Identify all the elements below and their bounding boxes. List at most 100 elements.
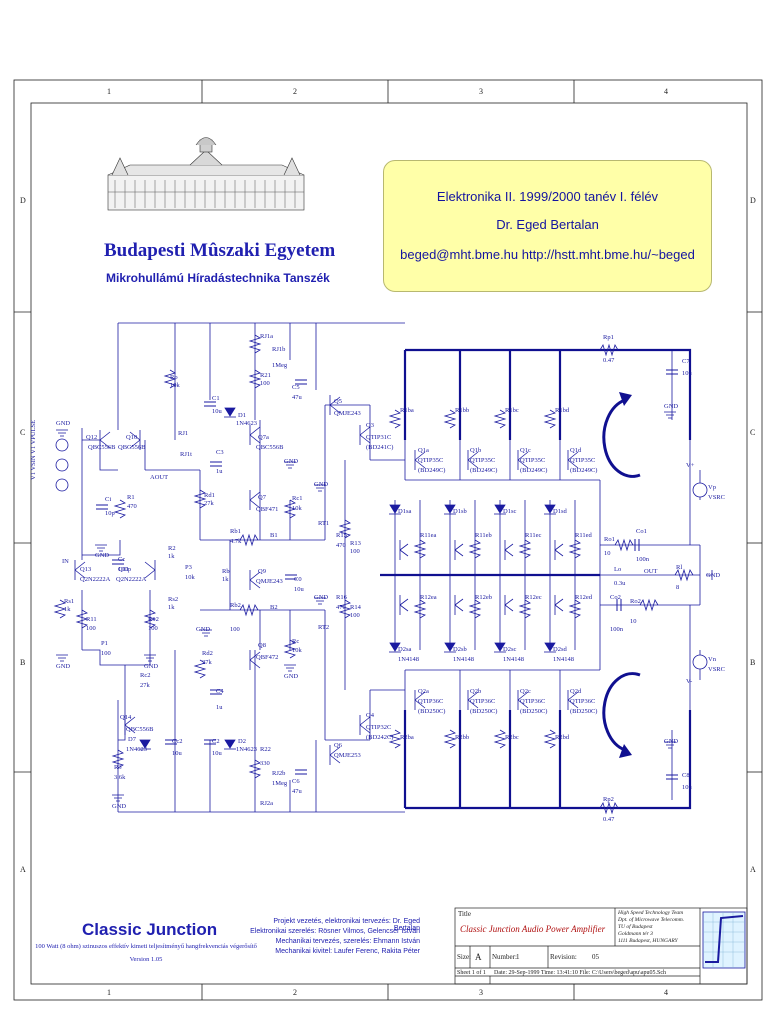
label-r1bd: R1bd (555, 407, 570, 414)
label-q13-type: Q2N2222A (80, 576, 111, 583)
label-d2-type: 1N4623 (236, 746, 257, 753)
label-rs2: Rs2 (168, 596, 179, 603)
label-d7: D7 (128, 736, 136, 743)
university-building-logo (107, 137, 305, 211)
label-ro2-val: 10 (630, 618, 637, 625)
zone-row-b-right: B (750, 658, 756, 667)
label-q4-type: QTIP32C (366, 724, 392, 731)
label-q14-type: QBC556B (126, 726, 154, 733)
label-c8: C8 (682, 772, 690, 779)
capacitor-symbols (96, 369, 678, 780)
label-r12: R12 (148, 616, 159, 623)
zone-col-2-bottom: 2 (293, 988, 297, 997)
label-gnd-3: GND (56, 663, 71, 670)
label-r15-val: 470 (336, 542, 346, 549)
zone-row-c-right: C (750, 428, 756, 437)
label-c4: C4 (216, 688, 224, 695)
label-q12: Q12 (86, 434, 98, 441)
org-line-5: 1111 Budapest, HUNGARY (618, 938, 678, 944)
label-gnd-12: GND (706, 572, 721, 579)
label-q1-type-a: QTIP35C (418, 457, 444, 464)
label-r16: R16 (336, 594, 347, 601)
label-r12ea: R12ea (420, 594, 437, 601)
label-gnd-6: GND (284, 458, 299, 465)
label-vminus: V- (686, 678, 693, 685)
label-r3: R3 (114, 764, 122, 771)
title-block-grid (454, 907, 748, 985)
team-logo (702, 911, 746, 969)
label-q8-type: QBF472 (256, 654, 279, 661)
label-rj1b-val: 1Meg (272, 362, 288, 369)
label-rj1: RJ1 (178, 430, 189, 437)
label-vn: Vn (708, 656, 716, 663)
label-q1-type-d: QTIP35C (570, 457, 596, 464)
label-rc1: Rc1 (292, 495, 303, 502)
label-r14-val: 100 (350, 612, 360, 619)
course-info-box: Elektronika II. 1999/2000 tanév I. félév… (383, 160, 712, 292)
label-rl-val: 8 (676, 584, 680, 591)
label-q11: Q11 (118, 566, 129, 573)
org-line-2: Dpt. of Microwave Telecomm. (618, 917, 685, 923)
label-q2b: Q2b (470, 688, 482, 695)
label-q14: Q14 (120, 714, 132, 721)
label-q2c: Q2c (520, 688, 531, 695)
size-value: A (475, 952, 482, 962)
label-rp2: Rp2 (603, 796, 614, 803)
label-q1-type-b: QTIP35C (470, 457, 496, 464)
label-r21-val: 100 (260, 380, 270, 387)
zone-col-3-bottom: 3 (479, 988, 483, 997)
label-r12eb: R12eb (475, 594, 492, 601)
label-gnd-5: GND (112, 803, 127, 810)
zone-row-c-left: C (20, 428, 26, 437)
label-rb: Rb (222, 568, 230, 575)
label-vp-type: VSRC (708, 494, 725, 501)
label-q2-type-b: QTIP36C (470, 698, 496, 705)
label-source-v1: V1 VSIN V1 VPULSE (30, 419, 37, 480)
label-gnd-1: GND (56, 420, 71, 427)
label-d1sd: D1sd (553, 508, 567, 515)
inner-frame (30, 102, 748, 985)
zone-col-1-bottom: 1 (107, 988, 111, 997)
label-q2-type-a: QTIP36C (418, 698, 444, 705)
label-q2a: Q2a (418, 688, 429, 695)
zone-col-3-top: 3 (479, 87, 483, 96)
project-subtitle: 100 Watt (8 ohm) szinuszos effektív kime… (35, 943, 257, 950)
zone-row-d-right: D (750, 196, 756, 205)
label-q1-type-c: QTIP35C (520, 457, 546, 464)
label-q2-type2-b: (BD250C) (470, 708, 498, 715)
label-q1c: Q1c (520, 447, 531, 454)
label-rd2-val: 27k (202, 659, 212, 666)
label-rp1-val: 0.47 (603, 357, 615, 364)
label-q3: Q3 (366, 422, 374, 429)
revision-label: Revision: (550, 953, 577, 961)
label-q2-type-c: QTIP36C (520, 698, 546, 705)
label-r21: R21 (260, 372, 271, 379)
label-rj1t: RJ1t (180, 451, 192, 458)
label-q12-type: QBC556B (88, 444, 116, 451)
zone-row-b-left: B (20, 658, 26, 667)
label-lo-val: 0.3u (614, 580, 626, 587)
title-label: Title (458, 910, 471, 918)
label-r2: R2 (168, 545, 176, 552)
label-d1sb: D1sb (453, 508, 467, 515)
label-p1-val: 100 (101, 650, 111, 657)
label-co2-val: 100n (610, 626, 623, 633)
label-vplus: V+ (686, 462, 695, 469)
label-ro-val: 10k (170, 382, 180, 389)
label-c6: C6 (292, 778, 300, 785)
label-c2: C2 (212, 738, 220, 745)
label-q8: Q8 (258, 642, 266, 649)
label-q2-type2-d: (BD250C) (570, 708, 598, 715)
label-r1: R1 (127, 494, 135, 501)
label-rc1-val: 10k (292, 505, 302, 512)
label-gnd-11: GND (664, 738, 679, 745)
transistor-symbols (74, 395, 579, 765)
label-rs1: Rs1 (64, 598, 75, 605)
current-flow-arrowheads (619, 392, 632, 758)
label-rj2b-val: 1Meg (272, 780, 288, 787)
label-gnd-2: GND (95, 552, 110, 559)
label-d2s-type-a: 1N4148 (398, 656, 419, 663)
label-c8-val: 10u (682, 784, 692, 791)
label-ro1: Ro1 (604, 536, 615, 543)
